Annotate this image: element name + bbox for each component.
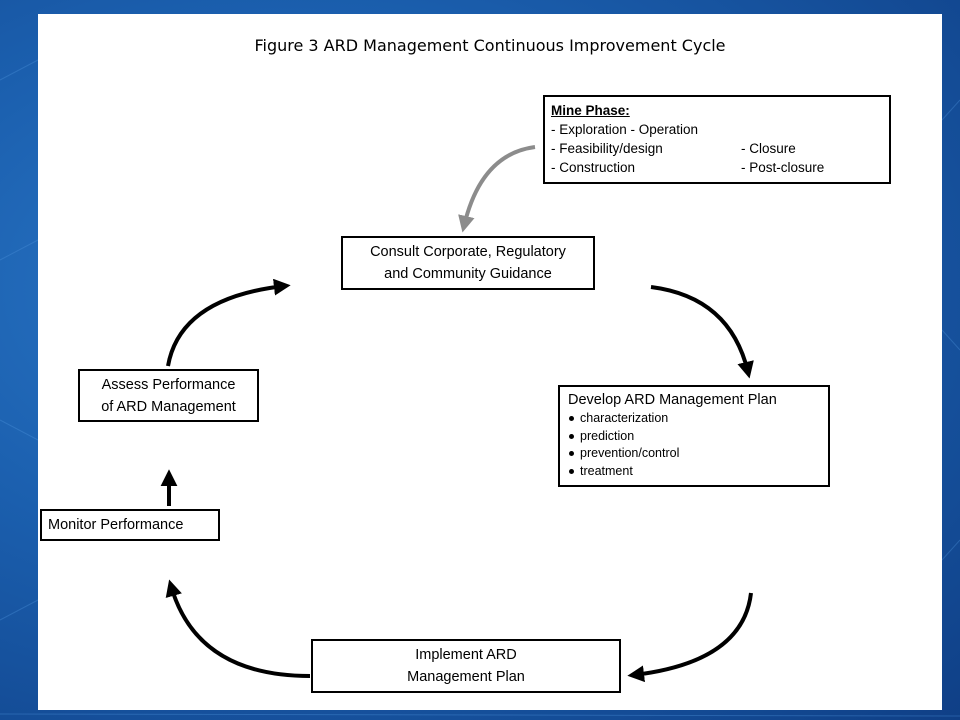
mine-phase-box: Mine Phase: - Exploration - Operation - … <box>543 95 891 184</box>
bullet-item: characterization <box>568 410 820 428</box>
mine-phase-item: - Construction <box>551 160 636 175</box>
bullet-item: treatment <box>568 463 820 481</box>
develop-plan-box: Develop ARD Management Plan characteriza… <box>558 385 830 487</box>
develop-plan-bullets: characterization prediction prevention/c… <box>568 410 820 480</box>
bullet-item: prevention/control <box>568 445 820 463</box>
cycle-arrows <box>160 145 754 683</box>
arrow-consult-to-develop <box>650 285 754 379</box>
consult-line: Consult Corporate, Regulatory <box>370 244 566 260</box>
mine-phase-row: - Exploration - Operation <box>551 120 883 139</box>
mine-phase-row: - Feasibility/design - Closure <box>551 139 883 158</box>
mine-phase-item: - Post-closure <box>741 160 825 175</box>
slide: Figure 3 ARD Management Continuous Impro… <box>38 14 942 710</box>
mine-phase-item: - Exploration - Operation <box>551 122 699 137</box>
mine-phase-item: - Closure <box>741 141 796 156</box>
mine-phase-row: - Construction - Post-closure <box>551 158 883 177</box>
bullet-item: prediction <box>568 428 820 446</box>
arrow-mine-phase-to-consult <box>458 145 536 233</box>
consult-line: and Community Guidance <box>384 266 552 282</box>
consult-guidance-box: Consult Corporate, Regulatory and Commun… <box>341 236 595 290</box>
mine-phase-heading: Mine Phase: <box>551 103 630 118</box>
implement-plan-box: Implement ARD Management Plan <box>311 639 621 693</box>
develop-plan-title: Develop ARD Management Plan <box>568 392 777 408</box>
arrow-develop-to-implement <box>627 592 753 683</box>
implement-line: Implement ARD <box>415 647 517 663</box>
monitor-label: Monitor Performance <box>48 517 184 533</box>
implement-line: Management Plan <box>407 669 525 685</box>
mine-phase-item: - Feasibility/design <box>551 141 663 156</box>
arrow-assess-to-consult <box>166 278 291 367</box>
assess-performance-box: Assess Performance of ARD Management <box>78 369 259 422</box>
figure-title: Figure 3 ARD Management Continuous Impro… <box>254 36 726 55</box>
arrow-implement-to-monitor <box>165 579 311 678</box>
monitor-performance-box: Monitor Performance <box>40 509 220 541</box>
assess-line: Assess Performance <box>101 377 236 393</box>
assess-line: of ARD Management <box>101 399 236 415</box>
